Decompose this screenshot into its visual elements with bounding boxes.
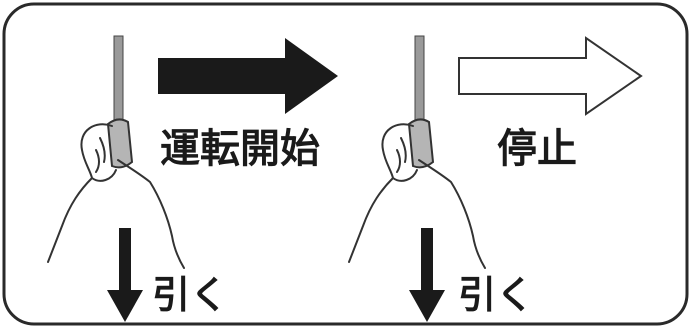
pull-label-left: 引く xyxy=(152,273,228,317)
left-pull-cord xyxy=(113,35,124,127)
left-hand-icon xyxy=(47,123,185,269)
start-arrow-filled xyxy=(158,38,338,114)
left-pull-hand xyxy=(47,35,185,269)
left-cord-knob xyxy=(106,118,134,169)
right-pull-cord xyxy=(414,35,425,127)
right-cord-knob xyxy=(407,118,435,169)
stop-label: 停止 xyxy=(497,126,577,172)
panel-frame xyxy=(2,2,689,326)
right-pull-hand xyxy=(348,35,486,269)
right-down-arrow xyxy=(409,228,445,322)
stop-arrow-outline xyxy=(458,36,643,116)
right-hand-icon xyxy=(348,123,486,269)
pull-label-right: 引く xyxy=(458,273,534,317)
start-label: 運転開始 xyxy=(160,126,320,172)
left-down-arrow xyxy=(107,228,143,322)
